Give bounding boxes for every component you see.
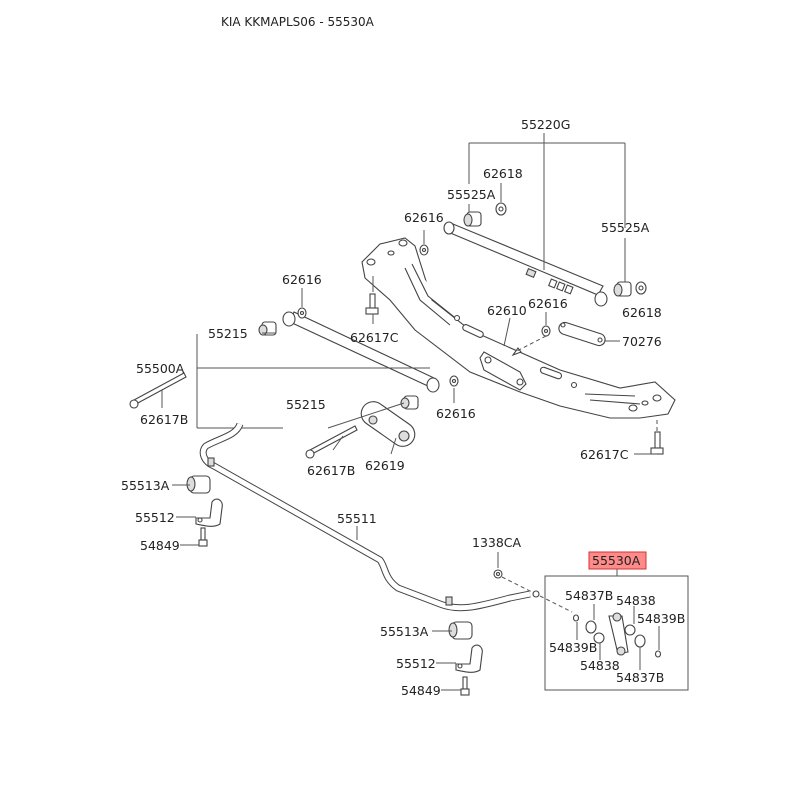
label-62610[interactable]: 62610 — [487, 303, 527, 318]
bracket-55512-right[interactable] — [455, 644, 483, 673]
label-62616[interactable]: 62616 — [528, 296, 568, 311]
bushing-54837B-left[interactable] — [585, 620, 597, 634]
label-62617B[interactable]: 62617B — [140, 412, 188, 427]
bracket-55512-left[interactable] — [195, 498, 223, 527]
washer-54838-left[interactable] — [593, 632, 605, 644]
washer-54839B-left[interactable] — [572, 614, 580, 622]
label-62617B[interactable]: 62617B — [307, 463, 355, 478]
plate-70276[interactable] — [557, 321, 606, 347]
label-54849[interactable]: 54849 — [401, 683, 441, 698]
bushing-55513A-left[interactable] — [186, 475, 211, 494]
washer-54839B-right[interactable] — [654, 650, 662, 658]
washer-62618-upper-right[interactable] — [635, 281, 647, 295]
label-54838[interactable]: 54838 — [580, 658, 620, 673]
label-54837B[interactable]: 54837B — [565, 588, 613, 603]
label-62619[interactable]: 62619 — [365, 458, 405, 473]
label-55215[interactable]: 55215 — [208, 326, 248, 341]
washer-62616-left[interactable] — [297, 307, 307, 319]
label-54839B[interactable]: 54839B — [637, 611, 685, 626]
label-62618[interactable]: 62618 — [483, 166, 523, 181]
crossmember-62610[interactable] — [361, 237, 676, 419]
label-1338CA[interactable]: 1338CA — [472, 535, 522, 550]
label-55513A[interactable]: 55513A — [121, 478, 170, 493]
label-54837B[interactable]: 54837B — [616, 670, 664, 685]
stabilizer-link-55530A[interactable] — [608, 612, 629, 656]
washer-62618-upper-left[interactable] — [495, 202, 507, 216]
bolt-62617C-upper[interactable] — [365, 293, 379, 315]
bolt-62617C-lower[interactable] — [650, 431, 664, 455]
label-62617C[interactable]: 62617C — [350, 330, 399, 345]
label-55511[interactable]: 55511 — [337, 511, 377, 526]
label-62616[interactable]: 62616 — [436, 406, 476, 421]
page-title: KIA KKMAPLS06 - 55530A — [221, 15, 374, 29]
bushing-55215-lower[interactable] — [400, 395, 419, 410]
label-55513A[interactable]: 55513A — [380, 624, 429, 639]
washer-54838-right[interactable] — [624, 624, 636, 636]
label-55525A[interactable]: 55525A — [601, 220, 650, 235]
label-55220G[interactable]: 55220G — [521, 117, 570, 132]
bushing-55215-upper[interactable] — [258, 321, 277, 336]
label-55512[interactable]: 55512 — [396, 656, 436, 671]
label-70276[interactable]: 70276 — [622, 334, 662, 349]
bolt-62617B-center[interactable] — [305, 425, 358, 459]
bushing-54837B-right[interactable] — [634, 634, 646, 648]
bushing-55525A-upper-right[interactable] — [613, 281, 632, 297]
washer-62616-center[interactable] — [541, 325, 551, 337]
label-55500A[interactable]: 55500A — [136, 361, 185, 376]
nut-1338CA[interactable] — [493, 569, 503, 579]
washer-62616-lower[interactable] — [449, 375, 459, 387]
label-54838[interactable]: 54838 — [616, 593, 656, 608]
bushing-55525A-upper-left[interactable] — [463, 211, 482, 227]
bushing-55513A-right[interactable] — [448, 621, 473, 640]
label-62616[interactable]: 62616 — [404, 210, 444, 225]
stabilizer-bar-55511[interactable] — [199, 422, 540, 612]
bolt-54849-left[interactable] — [198, 527, 208, 547]
bolt-62617B-left[interactable] — [129, 372, 187, 409]
label-54849[interactable]: 54849 — [140, 538, 180, 553]
label-62616[interactable]: 62616 — [282, 272, 322, 287]
label-55512[interactable]: 55512 — [135, 510, 175, 525]
label-55525A[interactable]: 55525A — [447, 187, 496, 202]
label-55215[interactable]: 55215 — [286, 397, 326, 412]
washer-62616-upper[interactable] — [419, 244, 429, 256]
label-55530A[interactable]: 55530A — [592, 553, 641, 568]
upper-arm-55220G[interactable] — [443, 221, 608, 307]
bolt-54849-right[interactable] — [460, 676, 470, 696]
label-54839B[interactable]: 54839B — [549, 640, 597, 655]
label-55530A-highlighted[interactable]: 55530A — [588, 551, 647, 570]
label-62617C[interactable]: 62617C — [580, 447, 629, 462]
label-62618[interactable]: 62618 — [622, 305, 662, 320]
